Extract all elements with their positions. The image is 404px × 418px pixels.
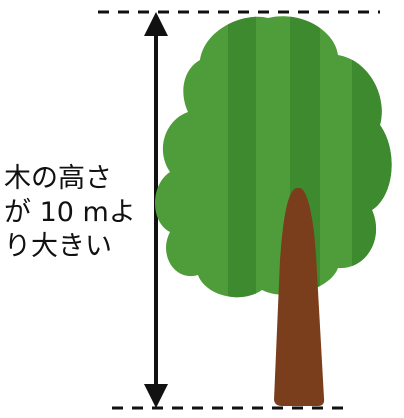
canopy-stripe <box>352 16 392 298</box>
tree-trunk <box>274 188 325 406</box>
arrow-head-bottom <box>144 384 168 408</box>
arrow-head-top <box>144 12 168 36</box>
height-label-line-3: り大きい <box>4 231 112 262</box>
height-label-line-2: が 10 mよ <box>4 197 136 228</box>
height-label-line-1: 木の高さ <box>4 163 112 194</box>
canopy-stripe <box>228 16 256 298</box>
tree-canopy <box>155 16 392 298</box>
tree-illustration <box>155 16 392 406</box>
